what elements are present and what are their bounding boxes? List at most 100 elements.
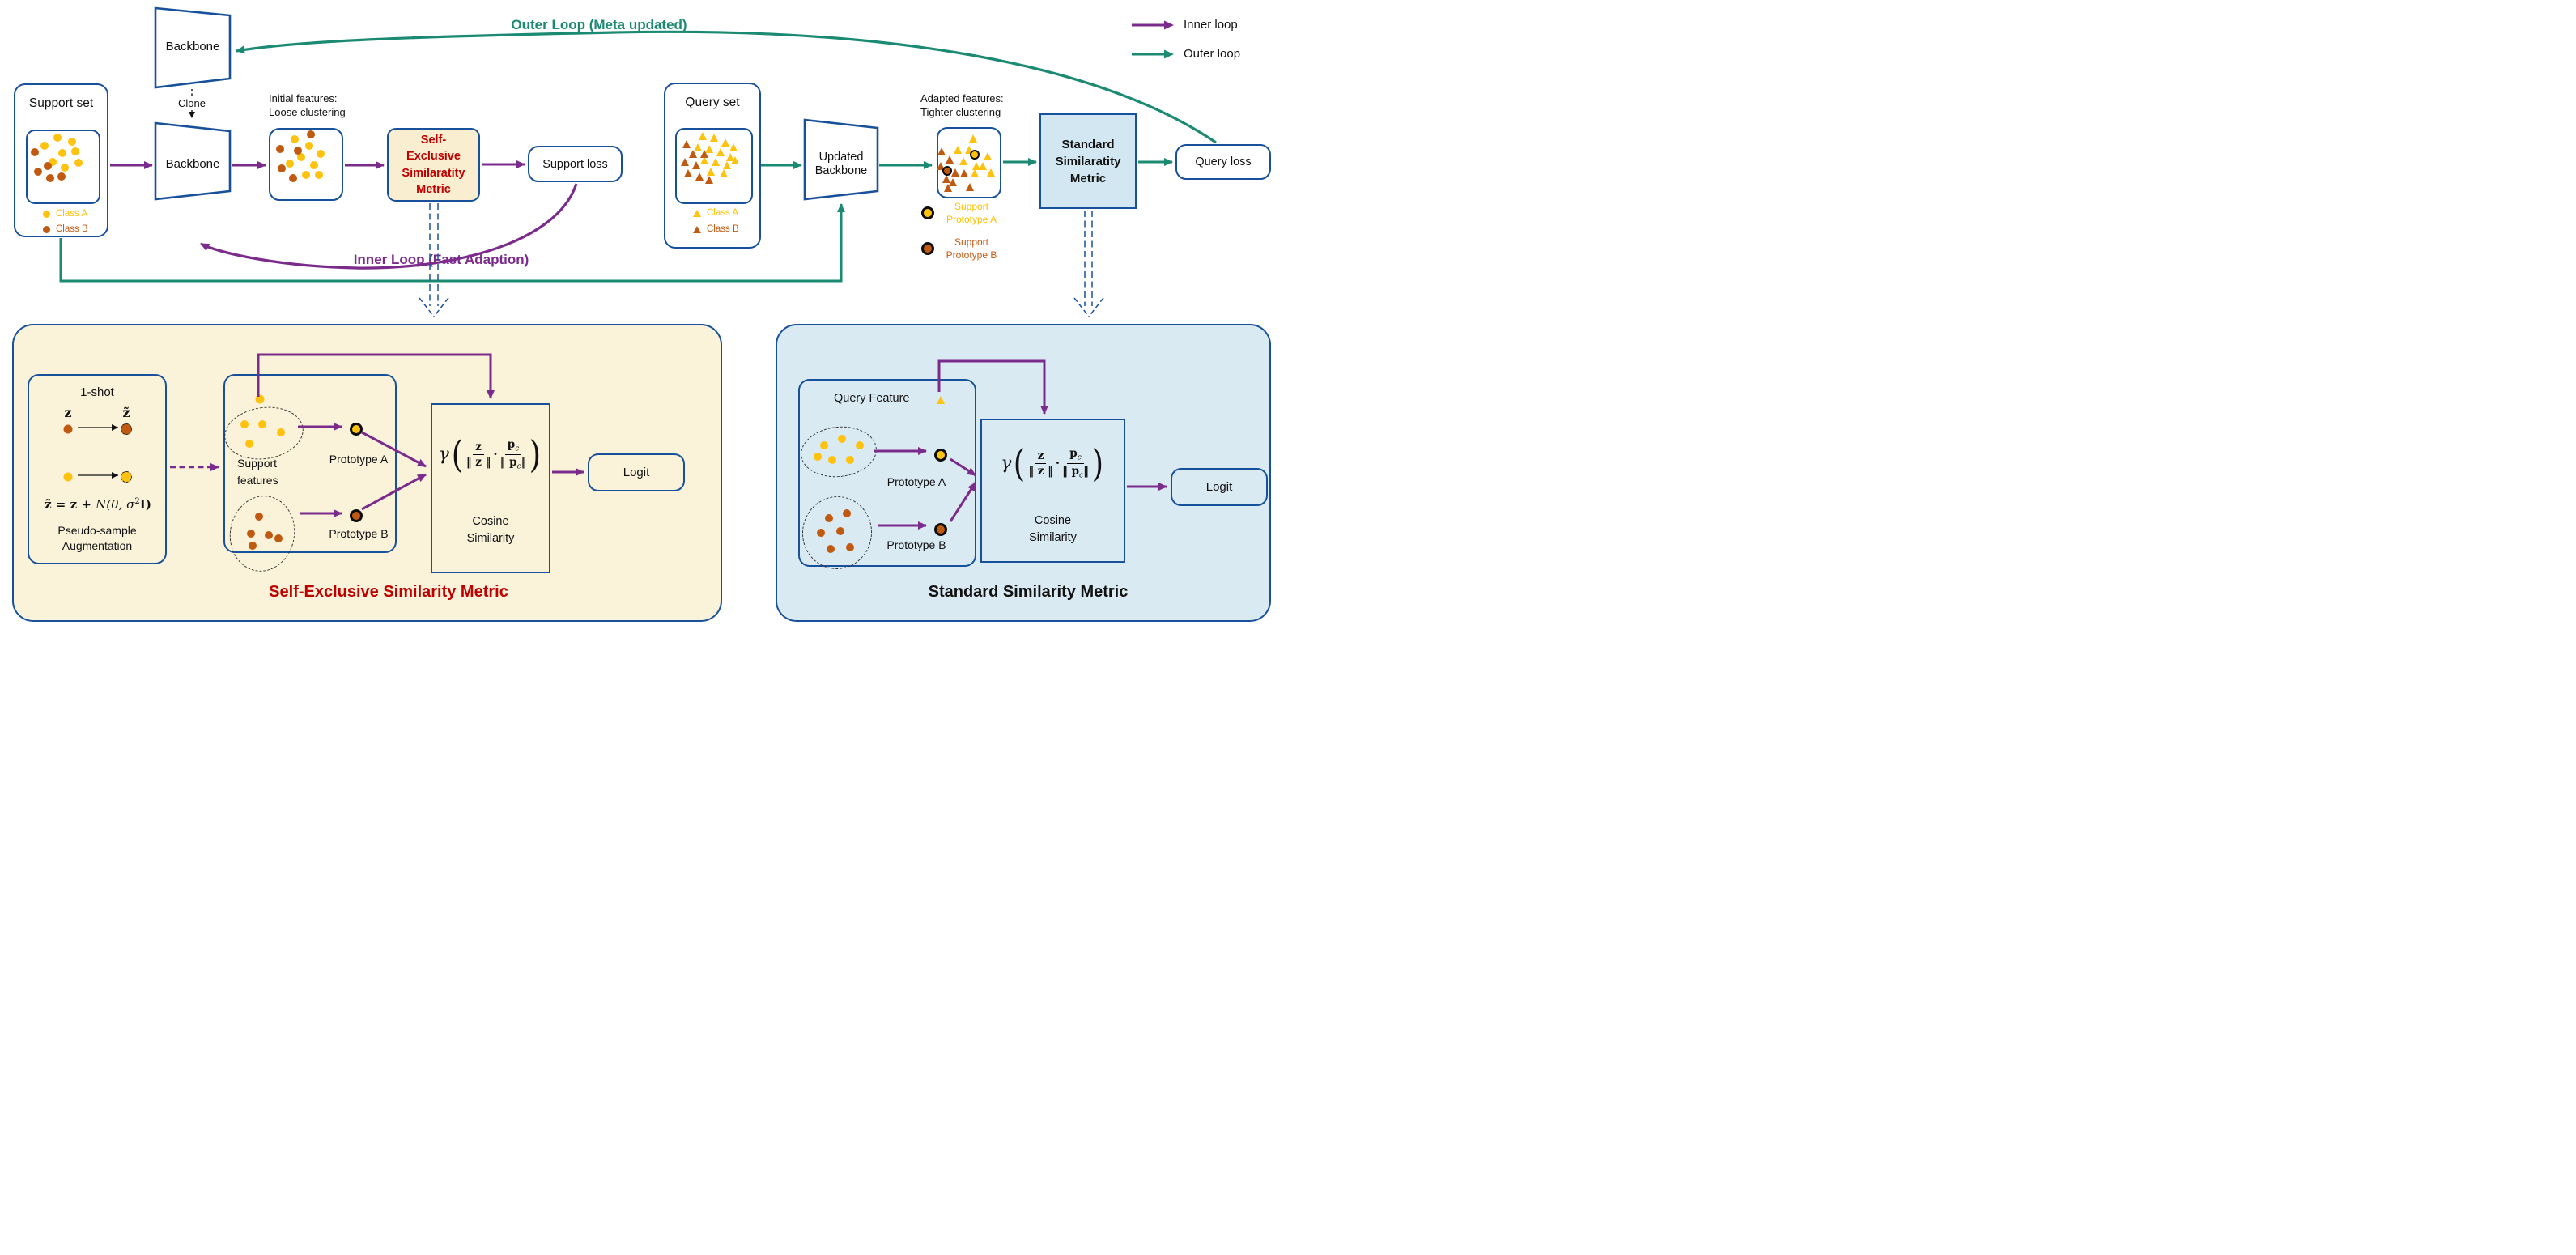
prototype-b-dot [350, 509, 363, 522]
feature-point-ta [712, 158, 720, 166]
outer-loop-arrow-icon [1132, 49, 1174, 58]
feature-point-a [74, 159, 83, 167]
feature-point-ta [720, 169, 728, 177]
feature-point-tb [705, 176, 713, 184]
feature-point-b [843, 509, 851, 517]
feature-point-ta [984, 152, 992, 160]
feature-point-b [247, 530, 255, 538]
feature-point-tb [949, 178, 957, 186]
feature-point-a [828, 456, 836, 464]
prototype-b-label: Prototype B [329, 527, 389, 540]
feature-point-a [53, 134, 62, 142]
feature-point-ta [707, 168, 715, 176]
feature-point-tb [966, 183, 974, 191]
feature-point-b [255, 513, 263, 521]
feature-point-ta [721, 138, 729, 147]
feature-point-b [294, 147, 302, 155]
sem-cosine-box: γ ( z‖ z ‖ · pc‖ pc‖ ) Cosine Similarity [431, 403, 550, 573]
initial-features-box [269, 128, 343, 201]
support-prototype-b-label: Support Prototype B [946, 236, 997, 261]
backbone-top-label: Backbone [165, 40, 220, 53]
class-b-label: Class B [707, 224, 739, 234]
std-logit-box: Logit [1171, 468, 1268, 506]
class-b-label: Class B [56, 224, 88, 234]
feature-point-b [825, 514, 833, 522]
legend-inner-loop: Inner loop [1132, 18, 1238, 32]
feature-point-b [307, 130, 315, 138]
feature-point-tb [692, 161, 700, 169]
class-b-dot-icon [43, 225, 50, 233]
adapted-features-box [937, 127, 1001, 198]
prototype-a-dot [350, 423, 363, 436]
feature-point-pb [942, 166, 952, 176]
self-exclusive-metric-box: Self- Exclusive Similaratity Metric [387, 128, 480, 202]
feature-point-a [71, 147, 79, 155]
feature-point-ta [731, 156, 739, 164]
feature-point-ta [969, 134, 977, 143]
z-tilde-label: z̃ [122, 405, 130, 420]
sem-cosine-label: Cosine Similarity [466, 515, 515, 545]
feature-point-ta [716, 148, 725, 156]
feature-point-a [68, 138, 76, 146]
query-features-scatter-box [675, 128, 753, 204]
z-pseudo-b-dot [121, 423, 132, 435]
class-a-label: Class A [707, 208, 738, 218]
one-shot-title: 1-shot [80, 385, 114, 399]
std-cosine-box: γ ( z‖ z ‖ · pc‖ pc‖ ) Cosine Similarity [980, 419, 1125, 563]
z-sample-a-dot [63, 472, 73, 482]
feature-point-tb [682, 140, 691, 148]
class-b-triangle-icon [693, 225, 701, 233]
feature-point-b [274, 534, 283, 542]
std-expand-arrow [1073, 211, 1104, 317]
feature-point-ta [971, 169, 979, 177]
cluster-a-dots [225, 376, 398, 555]
backbone-inner-label: Backbone [165, 157, 220, 171]
query-feature-label: Query Feature [834, 392, 910, 405]
legend-outer-loop: Outer loop [1132, 47, 1240, 61]
feature-point-pa [970, 150, 980, 160]
support-set-box: Support set Class A Class B [14, 83, 108, 237]
feature-point-a [820, 441, 828, 449]
class-a-triangle-icon [693, 209, 701, 217]
feature-point-a [40, 142, 49, 150]
query-loss-label: Query loss [1195, 155, 1252, 168]
feature-point-b [34, 168, 42, 176]
feature-point-b [276, 145, 284, 153]
query-class-a-row: Class A [693, 208, 738, 218]
z-label: z [64, 405, 72, 420]
feature-point-a [317, 150, 325, 158]
one-shot-box: 1-shot z z̃ z̃ = z + N(0, σ2I) Pseudo-sa… [28, 374, 167, 564]
excluded-sample-dot [255, 394, 265, 404]
cluster-b-dots [800, 381, 978, 568]
standard-metric-label: Standard Similaratity Metric [1055, 137, 1121, 185]
inner-loop-arrow-icon [1132, 20, 1174, 29]
feature-point-ta [710, 134, 718, 142]
support-set-title: Support set [28, 96, 94, 110]
support-prototype-a-label: Support Prototype A [946, 201, 997, 225]
feature-point-b [31, 148, 39, 156]
feature-point-tb [937, 162, 945, 170]
adapted-features-caption: Adapted features: Tighter clustering [920, 92, 1004, 118]
initial-features-caption: Initial features: Loose clustering [269, 92, 346, 118]
feature-point-a [240, 420, 249, 428]
query-loss-box: Query loss [1175, 144, 1271, 180]
feature-point-tb [942, 175, 950, 183]
support-loss-box: Support loss [528, 146, 623, 182]
feature-point-a [315, 171, 323, 179]
support-prototype-a-icon [921, 206, 934, 219]
feature-point-ta [972, 162, 980, 170]
feature-point-b [817, 529, 825, 537]
feature-point-a [297, 153, 305, 161]
feature-point-tb [684, 169, 692, 177]
support-features-label: Support features [237, 457, 278, 487]
feature-point-a [258, 420, 266, 428]
feature-point-a [856, 441, 864, 449]
sem-cosine-formula: γ ( z‖ z ‖ · pc‖ pc‖ ) [438, 432, 542, 476]
feature-point-ta [699, 132, 707, 140]
feature-point-ta [965, 146, 973, 154]
feature-point-tb [937, 147, 946, 155]
std-cosine-formula: γ ( z‖ z ‖ · pc‖ pc‖ ) [1001, 441, 1103, 485]
feature-point-a [58, 149, 66, 157]
feature-point-b [827, 545, 835, 553]
cluster-b-dots [225, 376, 398, 555]
